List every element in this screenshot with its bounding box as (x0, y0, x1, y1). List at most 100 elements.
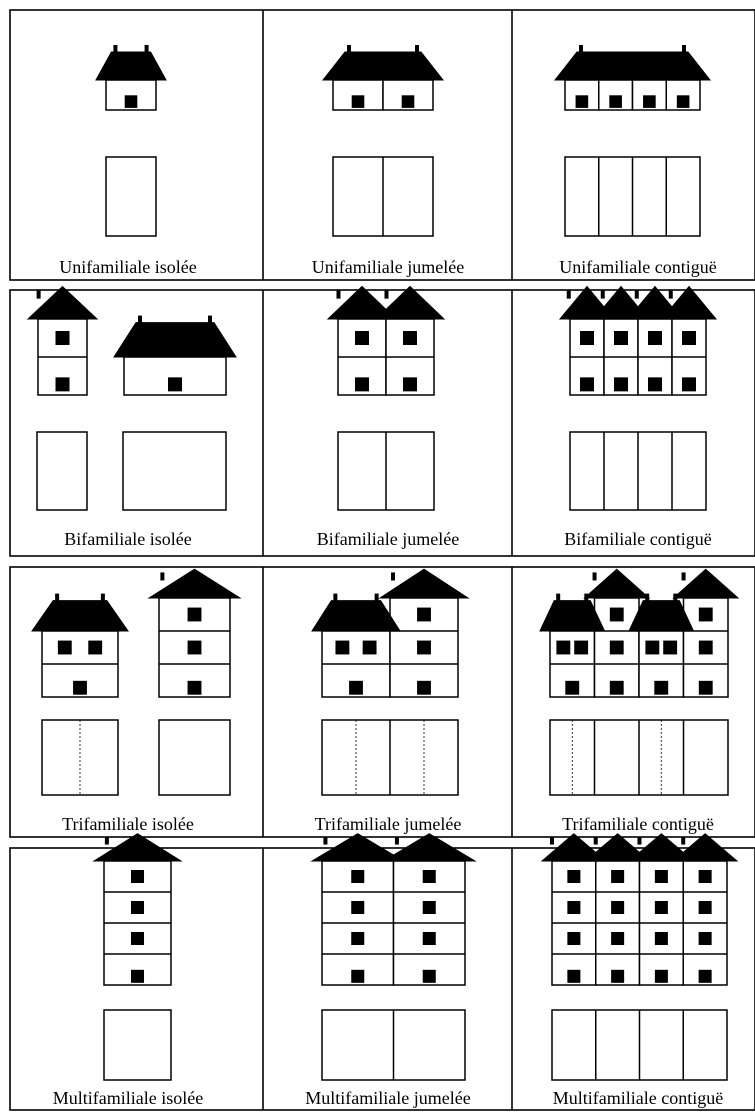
cell-multifamiliale-contigue: Multifamiliale contiguë (540, 833, 739, 1108)
window (335, 640, 350, 655)
window (698, 680, 713, 695)
window (609, 680, 624, 695)
chimney (566, 290, 571, 299)
window (57, 640, 72, 655)
window (130, 931, 145, 946)
floor-plan (105, 156, 157, 237)
cell-caption: Multifamiliale jumelée (305, 1088, 470, 1108)
window (698, 869, 712, 884)
chimney (682, 45, 686, 53)
window (654, 969, 668, 983)
chimney (556, 593, 561, 602)
cell-unifamiliale-isolee: Unifamiliale isolée (59, 45, 197, 277)
window (565, 680, 580, 695)
window (611, 931, 625, 946)
window (676, 95, 690, 108)
floor-plan (36, 431, 227, 511)
roof (540, 833, 608, 862)
elevation-drawing (92, 833, 183, 986)
elevation-drawing (26, 285, 237, 396)
roof (31, 600, 129, 632)
plan-outline (36, 431, 88, 511)
window (698, 969, 712, 983)
row-frame (9, 289, 755, 557)
window (168, 377, 182, 392)
floor-plan (551, 1009, 728, 1081)
window (645, 640, 660, 655)
window (648, 331, 662, 345)
window (567, 900, 581, 915)
window (351, 95, 365, 108)
chimney (681, 836, 686, 845)
cell-multifamiliale-isolee: Multifamiliale isolée (53, 833, 203, 1108)
roof (95, 51, 167, 81)
floor-plan (103, 1009, 172, 1081)
window (567, 931, 581, 946)
chimney (579, 45, 583, 53)
chimney (113, 45, 118, 53)
window (187, 607, 202, 622)
chimney (391, 572, 395, 581)
chimney (144, 45, 149, 53)
roof (92, 833, 183, 862)
chimney (681, 572, 686, 581)
cell-bifamiliale-isolee: Bifamiliale isolée (26, 285, 237, 549)
elevation-drawing (311, 568, 470, 698)
window (611, 900, 625, 915)
cell-caption: Multifamiliale contiguë (553, 1088, 723, 1108)
window (574, 640, 589, 655)
window (401, 95, 415, 108)
window (130, 969, 145, 983)
window (580, 377, 594, 392)
elevation-drawing (326, 285, 446, 396)
elevation-drawing (553, 45, 712, 111)
window (55, 331, 70, 345)
window (654, 869, 668, 884)
floor-plan (332, 156, 434, 237)
window (556, 640, 571, 655)
row-multifamiliale: Multifamiliale isolée Multifamiliale jum… (9, 833, 755, 1111)
cell-caption: Unifamiliale contiguë (559, 257, 716, 277)
roof (584, 833, 651, 862)
chimney (634, 290, 639, 299)
roof (26, 285, 99, 320)
window (663, 640, 678, 655)
cell-trifamiliale-isolee: Trifamiliale isolée (31, 568, 242, 834)
window (187, 640, 202, 655)
window (88, 640, 103, 655)
elevation-drawing (321, 45, 445, 111)
roof (583, 568, 651, 599)
window (567, 869, 581, 884)
chimney (347, 45, 351, 53)
window (351, 869, 365, 884)
window (422, 869, 436, 884)
window (403, 377, 417, 392)
elevation-drawing (95, 45, 167, 111)
cell-caption: Trifamiliale jumelée (315, 814, 462, 834)
chimney (394, 836, 399, 845)
window (351, 931, 365, 946)
roof (147, 568, 242, 599)
row-frame (9, 9, 755, 281)
unit-wall (598, 79, 634, 111)
window (698, 900, 712, 915)
roof (539, 600, 606, 632)
window (609, 607, 624, 622)
cell-bifamiliale-contigue: Bifamiliale contiguë (558, 285, 718, 549)
window (654, 931, 668, 946)
cell-caption: Trifamiliale contiguë (562, 814, 714, 834)
cell-caption: Bifamiliale jumelée (317, 529, 459, 549)
chimney (600, 290, 605, 299)
roof (660, 285, 718, 320)
window (422, 931, 436, 946)
roof (326, 285, 398, 320)
roof (374, 285, 446, 320)
chimney (668, 290, 673, 299)
floor-plan (564, 156, 701, 237)
chimney (208, 315, 212, 324)
cell-caption: Bifamiliale contiguë (564, 529, 711, 549)
floor-plan (321, 719, 459, 796)
elevation-drawing (31, 568, 242, 698)
chimney (415, 45, 419, 53)
window (351, 900, 365, 915)
